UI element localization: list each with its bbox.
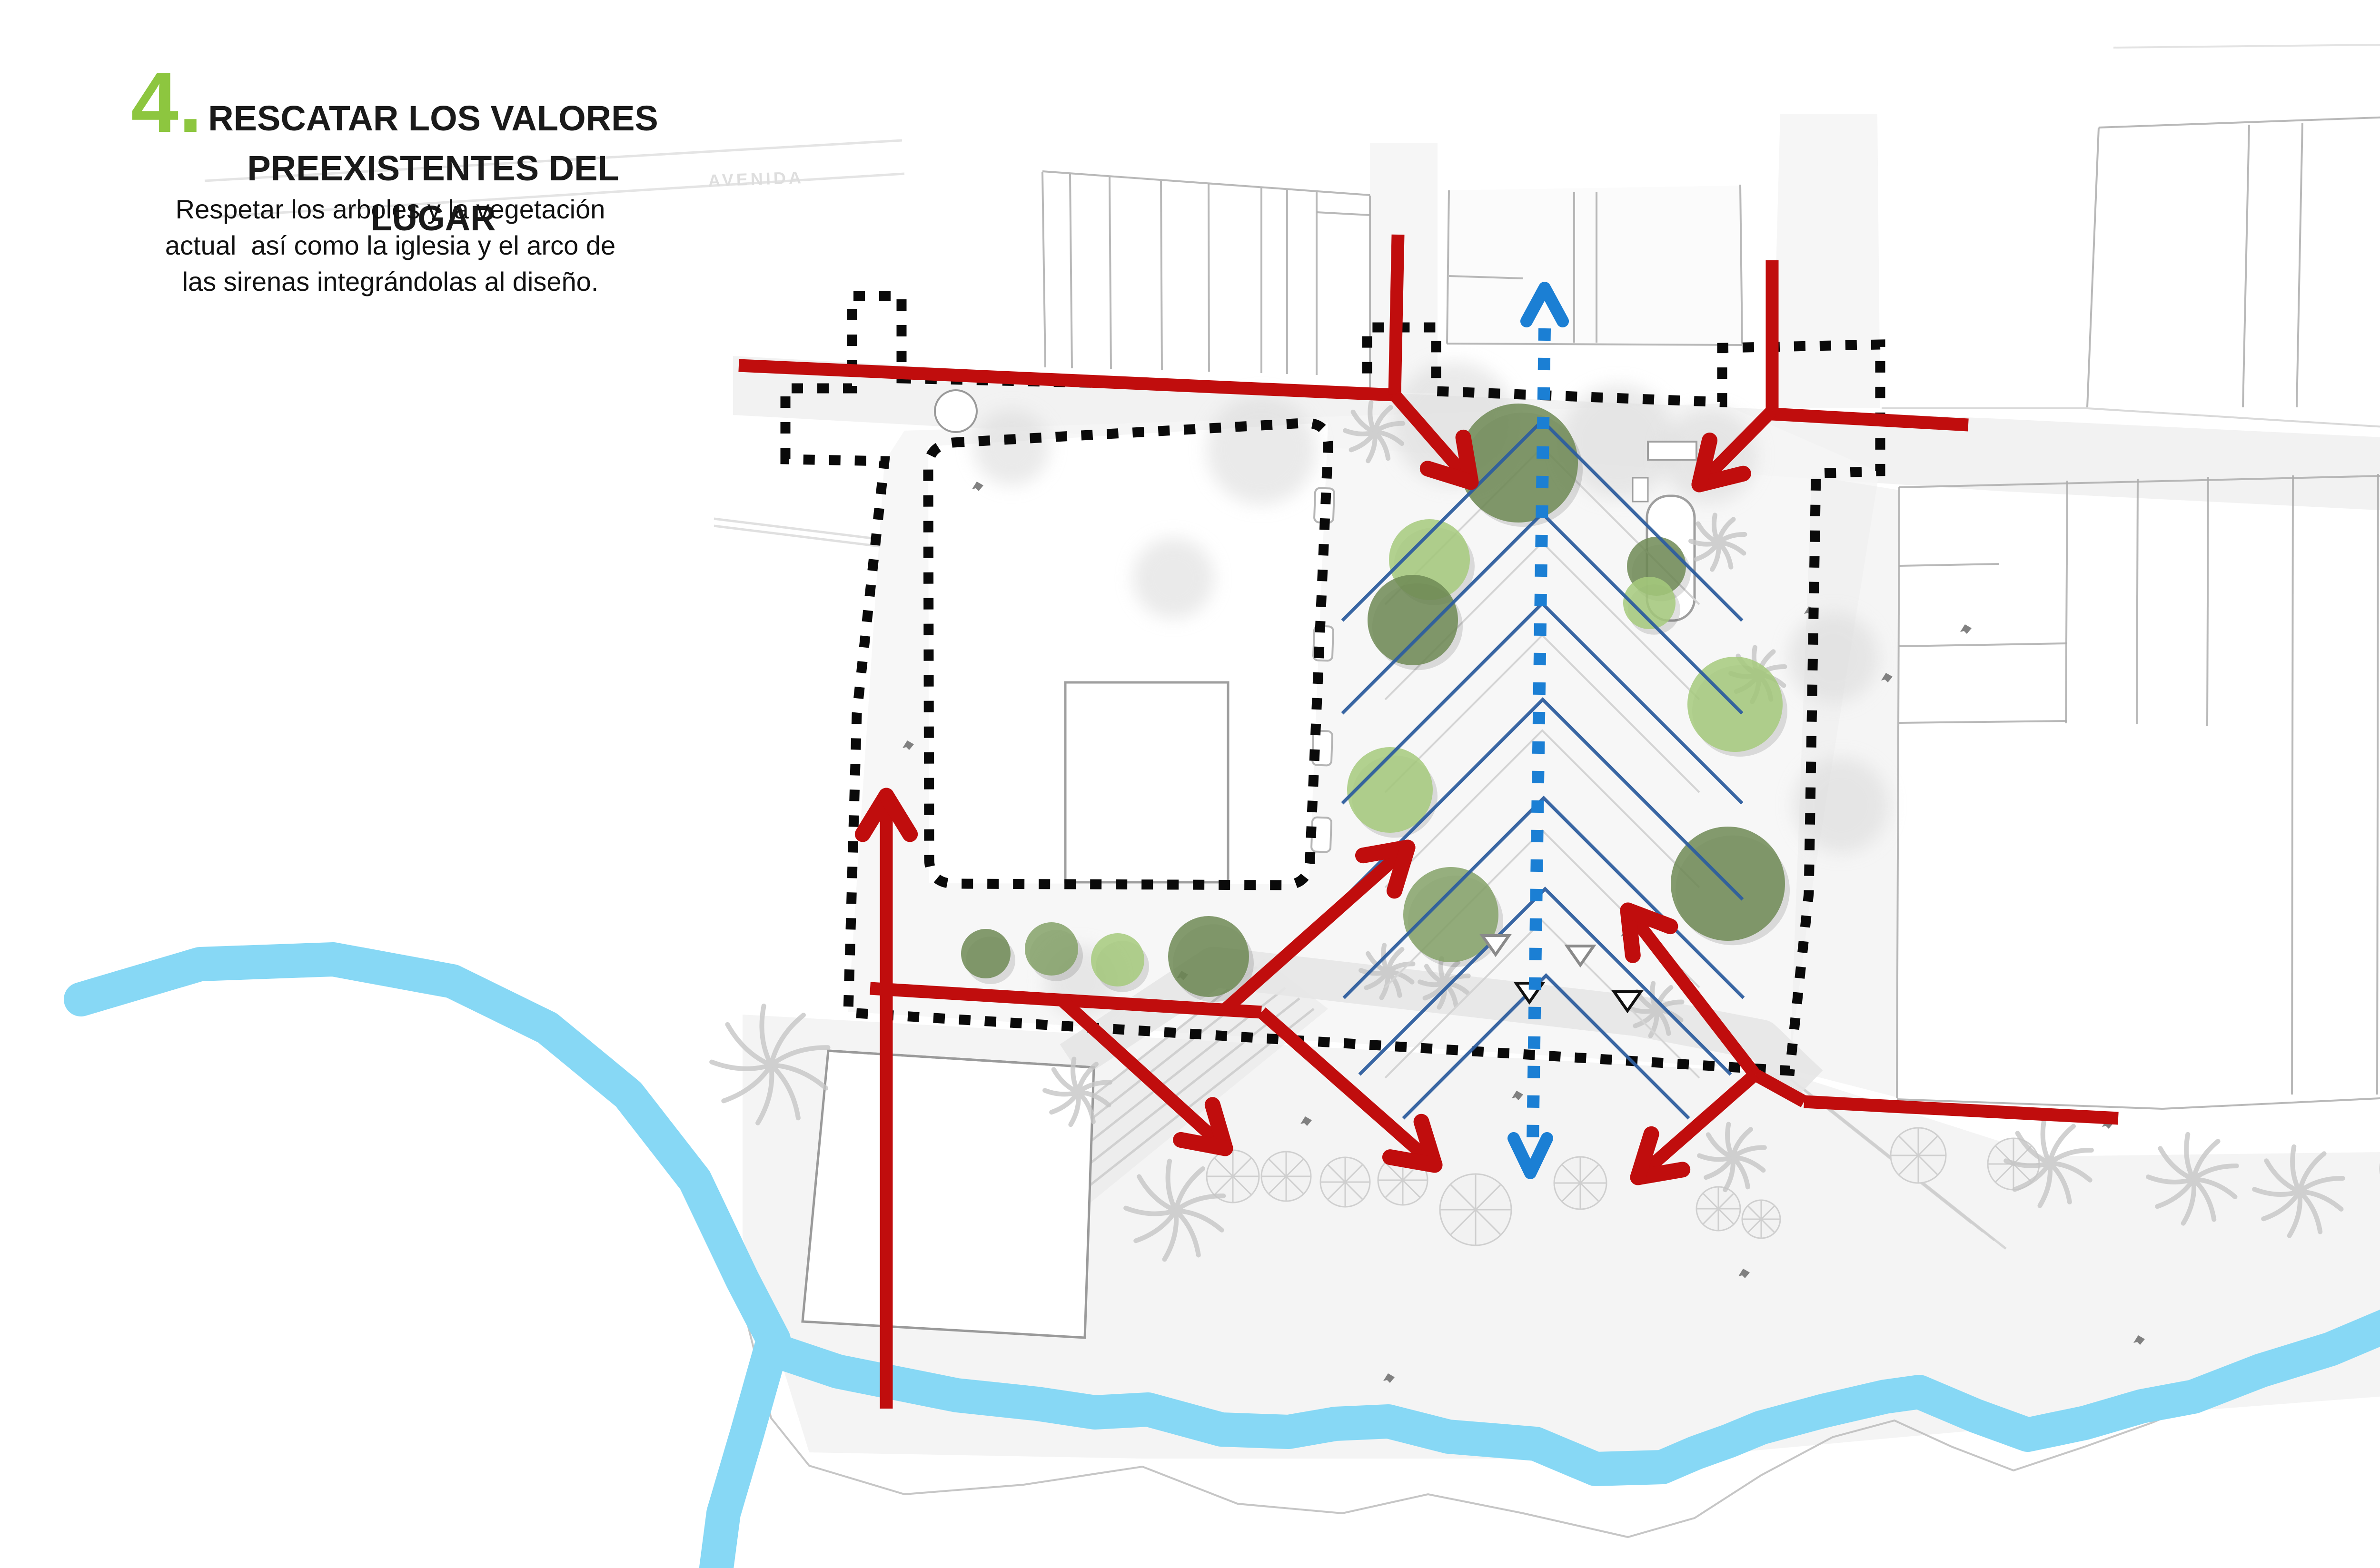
subtitle-line1: Respetar los arboles y la vegetación [175, 194, 605, 224]
river [64, 942, 2380, 1568]
section-subtitle: Respetar los arboles y la vegetación act… [81, 191, 700, 300]
buildings [801, 389, 1697, 1339]
site-boundary-dotted [780, 291, 1885, 1076]
subtitle-line3: las sirenas integrándolas al diseño. [182, 266, 599, 296]
street-label-text: AVENIDA [708, 168, 804, 190]
access-flow-arrows [738, 234, 2119, 1409]
section-number: 4. [131, 55, 203, 150]
section-title-line1: RESCATAR LOS VALORES [208, 99, 658, 138]
street-label: AVENIDA [708, 168, 804, 190]
parcel-lines [204, 43, 2380, 1339]
subtitle-line2: actual así como la iglesia y el arco de [165, 230, 616, 260]
section-title-line2: PREEXISTENTES DEL LUGAR [247, 148, 619, 238]
block-fills [733, 114, 2380, 1459]
main-axis-arrow [1507, 282, 1569, 1179]
section-title: RESCATAR LOS VALORES PREEXISTENTES DEL L… [200, 93, 666, 243]
